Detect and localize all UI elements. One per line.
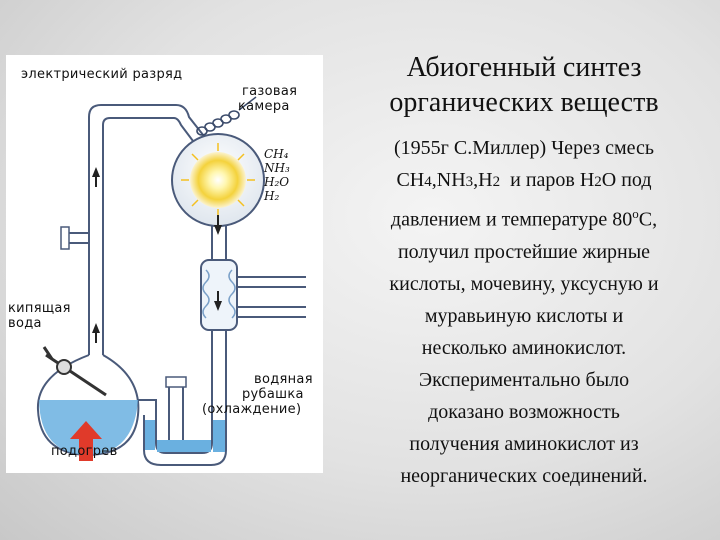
gas-h2: H₂ [264, 189, 280, 203]
body-line-1: (1955г С.Миллер) Через смесь [394, 137, 654, 159]
body-line-6: муравьиную кислоты и [424, 304, 624, 327]
u-tube-trap [138, 399, 213, 454]
body-line-2: СН4,NH3,Н2 и паров Н2О под [328, 164, 720, 198]
body-line-5: кислоты, мочевину, уксусную и [389, 272, 659, 295]
flow-arrows [92, 167, 222, 343]
gas-ch4: CH₄ [264, 147, 289, 161]
miller-experiment-diagram: электрический разряд газовая камера CH₄ … [6, 55, 323, 473]
apparatus-drawing [36, 96, 306, 466]
label-gas-chamber-2: камера [238, 99, 290, 114]
formula-index: 3 [465, 174, 474, 190]
formula-part: ,NH [431, 169, 466, 191]
label-jacket-1: водяная [254, 372, 313, 387]
formula-part: ,Н [473, 169, 493, 191]
spark-glow [190, 152, 246, 208]
label-boiling-2: вода [8, 316, 42, 331]
formula-index: 2 [492, 174, 501, 190]
gas-h2o: H₂O [264, 175, 290, 189]
title-line-2: органических веществ [389, 87, 659, 118]
degree-sup: о [632, 206, 639, 221]
title-line-1: Абиогенный синтез [406, 52, 642, 83]
body-line-3-text: давлением и температуре 80 [390, 208, 633, 231]
left-tube [88, 104, 212, 355]
body-line-8: Экспериментально было [418, 368, 630, 391]
body-line-11: неорганических соединений. [400, 464, 648, 487]
formula-part: СН [396, 169, 425, 191]
formula-part: и паров Н [500, 169, 595, 191]
label-gas-chamber-1: газовая [242, 84, 298, 99]
heating-arrow [70, 421, 102, 461]
label-boiling-1: кипящая [8, 301, 71, 316]
body-line-3: давлением и температуре 80оС, [328, 198, 720, 236]
formula-index: 2 [594, 174, 602, 190]
slide-body: (1955г С.Миллер) Через смесь СН4,NH3,Н2 … [328, 132, 720, 492]
slide-title: Абиогенный синтез органических веществ [330, 50, 718, 120]
electrode-coil [196, 110, 240, 136]
body-line-3-end: С, [638, 208, 658, 231]
formula-part: О под [601, 169, 652, 191]
formula-index: 4 [424, 174, 432, 190]
label-jacket-2: рубашка [242, 387, 304, 402]
body-line-10: получения аминокислот из [409, 432, 639, 455]
gas-nh3: NH₃ [264, 161, 290, 175]
label-discharge: электрический разряд [21, 67, 183, 82]
label-jacket-3: (охлаждение) [202, 402, 302, 417]
body-line-7: несколько аминокислот. [421, 336, 627, 359]
body-line-4: получил простейшие жирные [397, 240, 651, 263]
label-heating: подогрев [51, 444, 118, 459]
body-line-9: доказано возможность [428, 400, 620, 423]
